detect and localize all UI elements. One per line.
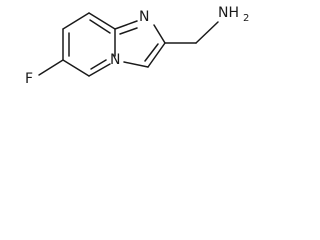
pyridine-ring bbox=[62, 12, 116, 77]
atom-fluorine: F bbox=[25, 71, 33, 87]
bond-c8-c8-double bbox=[89, 19, 111, 34]
bond-c8-c7 bbox=[62, 12, 90, 30]
bond-c5-n4-double bbox=[90, 59, 107, 70]
bond-c3-n4 bbox=[123, 61, 149, 68]
bond-c5-n4 bbox=[88, 63, 111, 77]
atom-amine-subscript: 2 bbox=[243, 13, 249, 24]
bond-c8a-c8 bbox=[88, 12, 116, 30]
bond-ch2-nh2 bbox=[195, 21, 219, 44]
bond-c2-c3-double bbox=[144, 43, 159, 62]
imidazole-ring bbox=[114, 20, 166, 68]
atom-nitrogen-imidazole: N bbox=[139, 9, 149, 25]
bond-c2-c3 bbox=[147, 42, 166, 68]
bond-c6-c5 bbox=[62, 59, 90, 77]
bond-n1-c2 bbox=[153, 24, 166, 44]
atom-nitrogen-bridgehead: N bbox=[110, 52, 120, 68]
atom-amine: NH bbox=[218, 5, 239, 21]
bond-c8a-n1 bbox=[114, 20, 138, 30]
bond-c6-f bbox=[38, 59, 64, 76]
molecule-structure: F N N NH 2 bbox=[25, 5, 249, 87]
bond-c8a-n1-double bbox=[119, 27, 138, 35]
